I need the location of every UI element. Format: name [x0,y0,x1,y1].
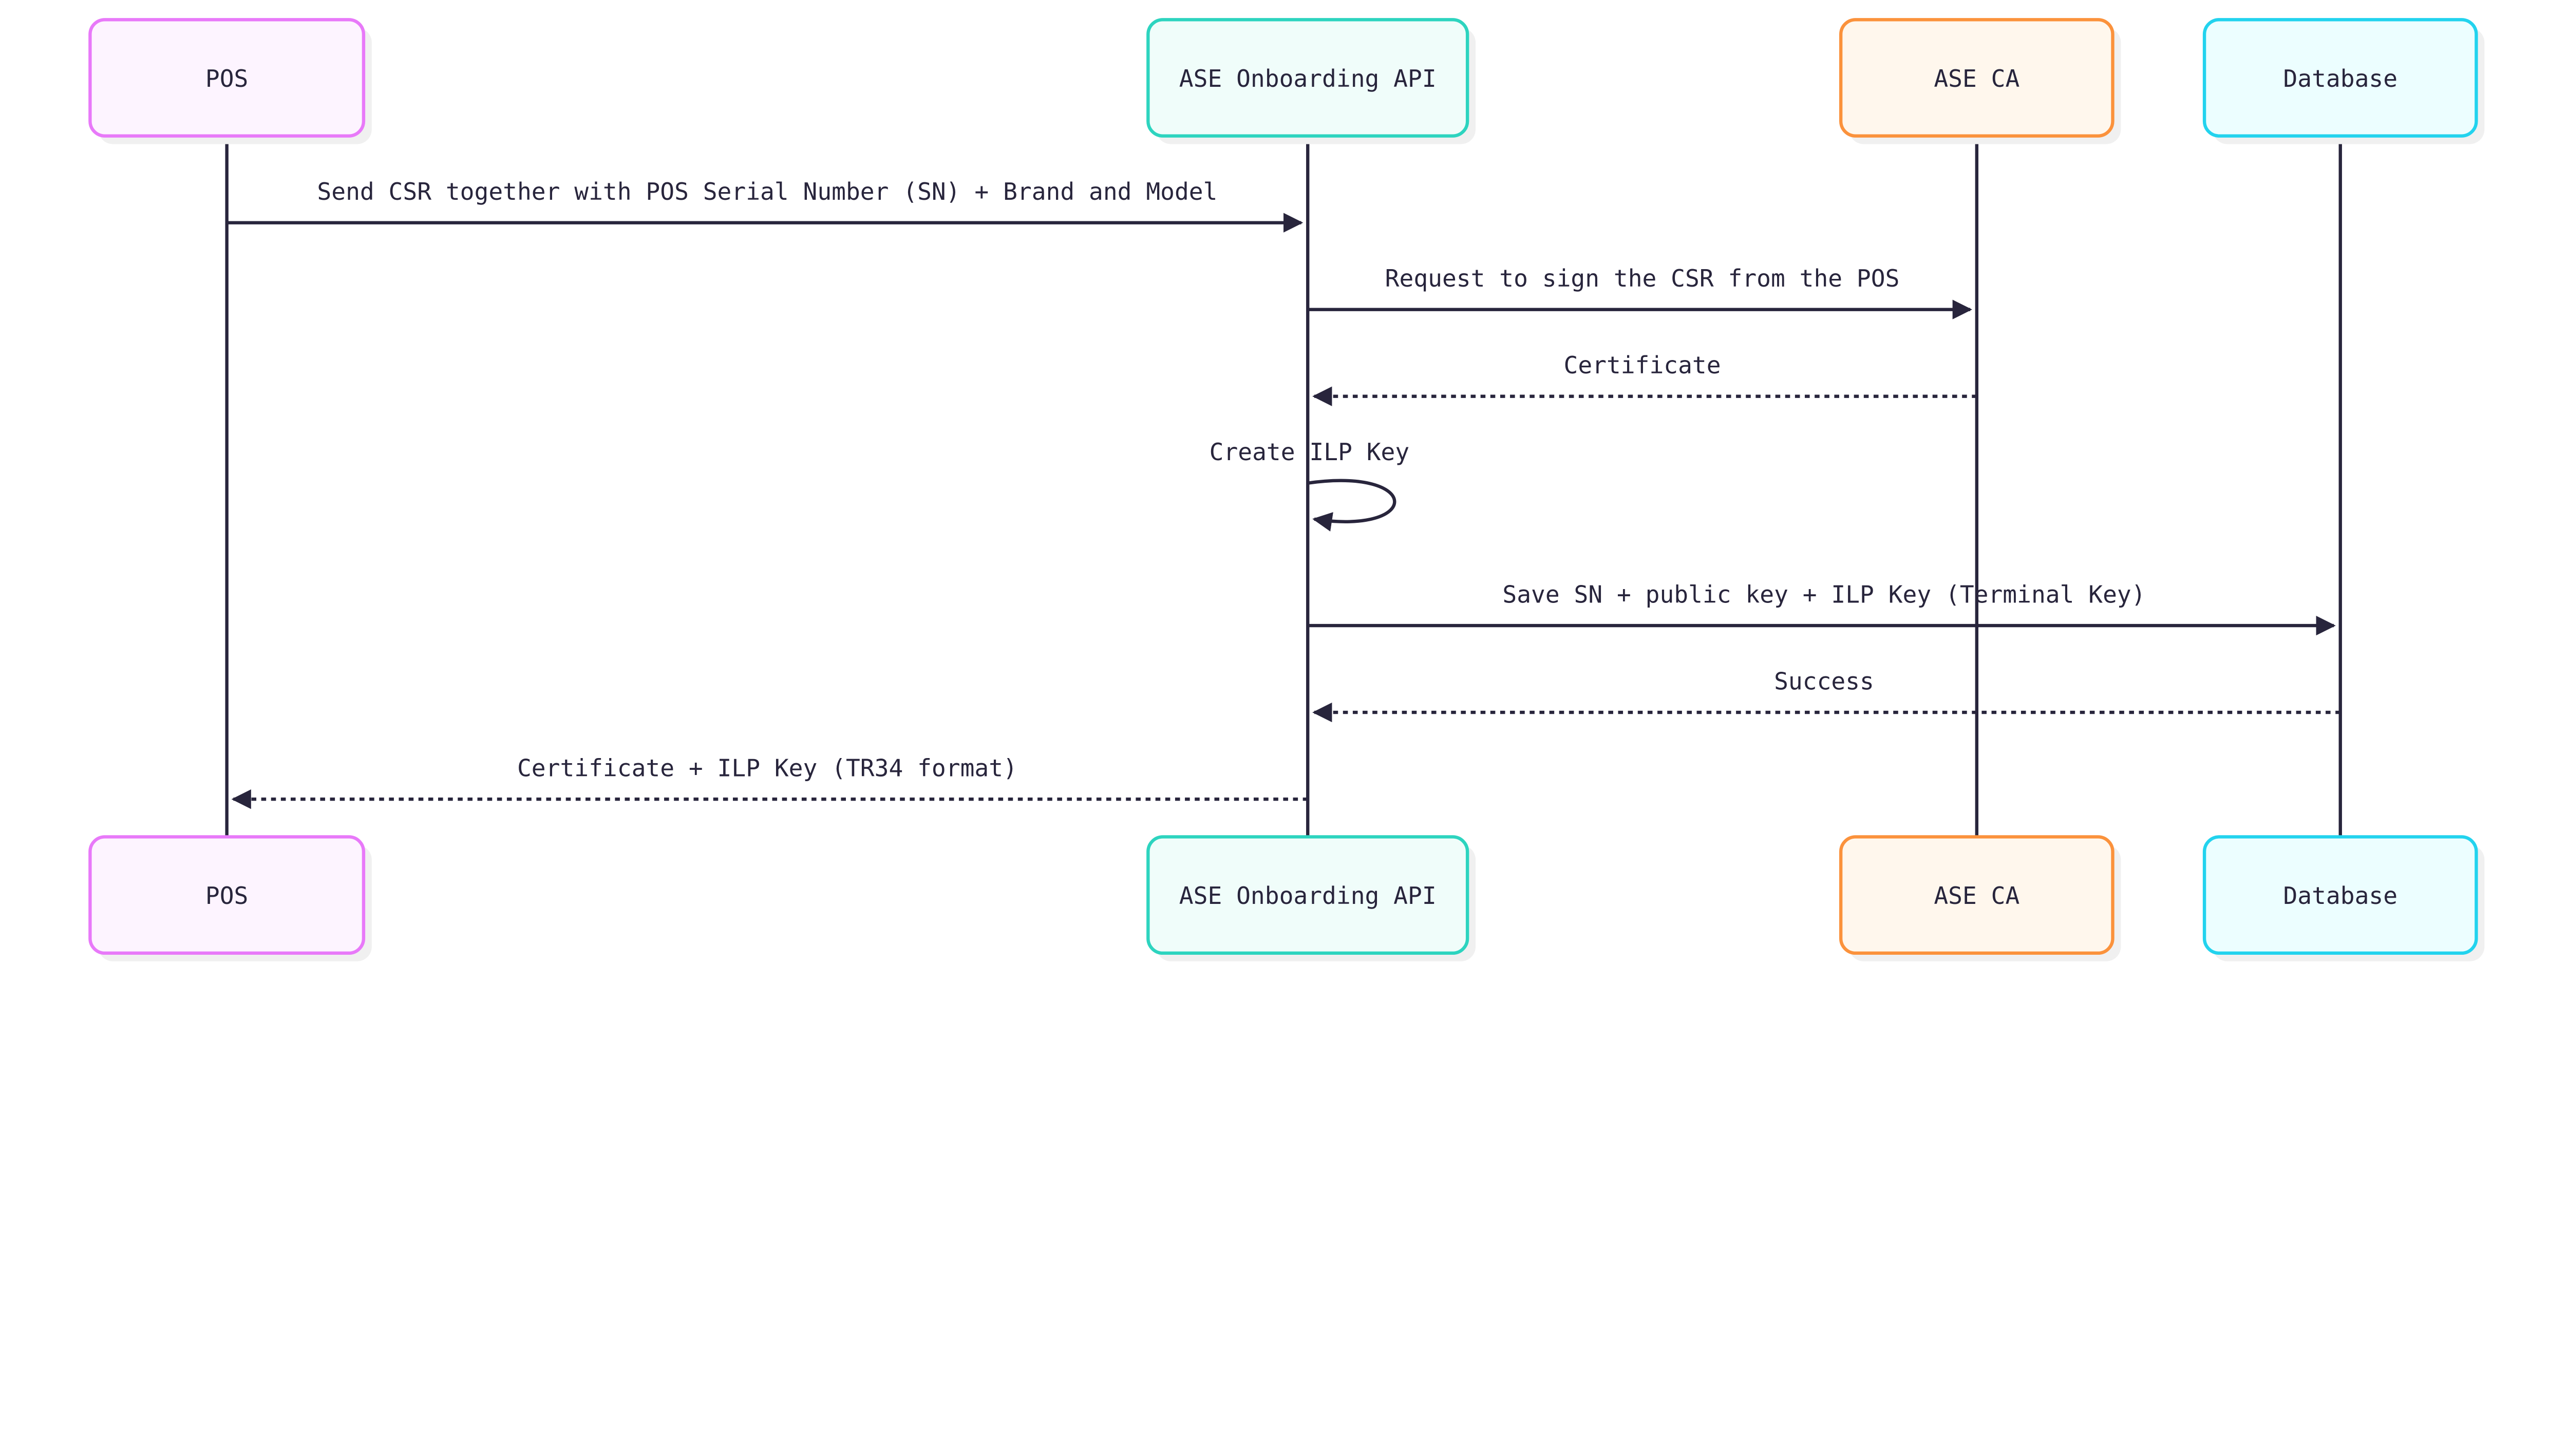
message-3: Certificate [1312,351,1977,406]
participant-label: POS [205,65,248,92]
participant-api-bottom[interactable]: ASE Onboarding API [1146,835,1476,961]
message-label: Create ILP Key [1210,438,1410,466]
message-label: Certificate + ILP Key (TR34 format) [517,754,1017,782]
message-4: Create ILP Key [1210,438,1410,532]
participants: POS POS ASE Onboarding API ASE Onboarding A… [88,18,2485,961]
message-1: Send CSR together with POS Serial Number… [226,178,1304,233]
participant-box [1146,835,1469,955]
participant-pos-bottom[interactable]: POS [88,835,372,961]
message-label: Success [1774,667,1874,695]
participant-ca-bottom[interactable]: ASE CA [1839,835,2121,961]
participant-label: ASE CA [1934,882,2019,910]
messages: Send CSR together with POS Serial Number… [226,178,2340,809]
participant-label: Database [2283,65,2397,92]
message-6: Success [1312,667,2340,723]
participant-label: ASE Onboarding API [1179,882,1437,910]
participant-ca-top[interactable]: ASE CA [1839,18,2121,144]
participant-box [88,18,366,138]
participant-api-top[interactable]: ASE Onboarding API [1146,18,1476,144]
message-2: Request to sign the CSR from the POS [1308,264,1972,319]
participant-db-bottom[interactable]: Database [2202,835,2485,961]
sequence-diagram: POS POS ASE Onboarding API ASE Onboarding A… [88,18,2485,961]
participant-box [2202,18,2478,138]
message-label: Request to sign the CSR from the POS [1385,264,1900,292]
participant-label: ASE Onboarding API [1179,65,1437,92]
participant-box [2202,835,2478,955]
message-label: Send CSR together with POS Serial Number… [317,178,1217,205]
participant-box [88,835,366,955]
participant-box [1839,18,2114,138]
message-7: Certificate + ILP Key (TR34 format) [231,754,1308,809]
message-label: Certificate [1563,351,1721,379]
message-label: Save SN + public key + ILP Key (Terminal… [1502,580,2145,608]
participant-label: ASE CA [1934,65,2019,92]
participant-label: Database [2283,882,2397,910]
participant-box [1839,835,2114,955]
self-message-arrow [1307,479,1396,532]
participant-db-top[interactable]: Database [2202,18,2485,144]
message-5: Save SN + public key + ILP Key (Terminal… [1308,580,2336,636]
participant-label: POS [205,882,248,910]
lifelines [225,137,2342,837]
participant-box [1146,18,1469,138]
participant-pos-top[interactable]: POS [88,18,372,144]
